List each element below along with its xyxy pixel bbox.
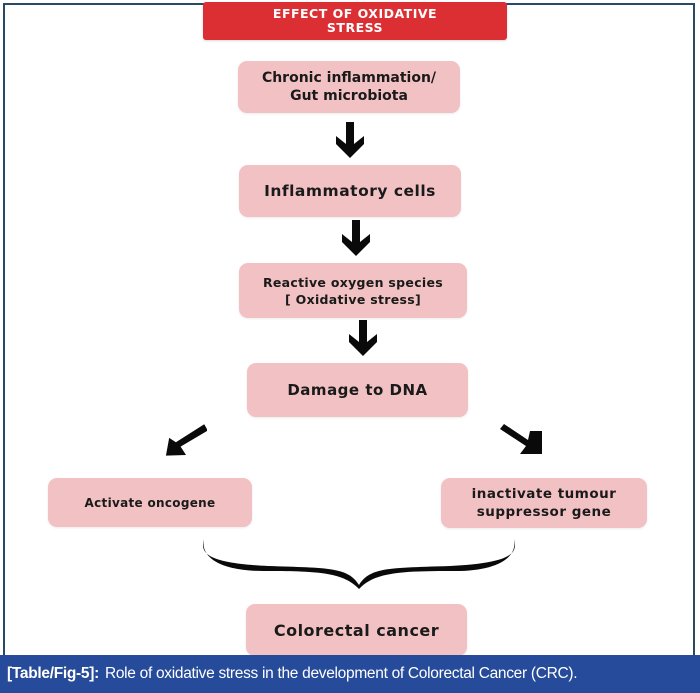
- title-line: EFFECT OF OXIDATIVE: [272, 6, 438, 21]
- node-reactive-oxygen-species: Reactive oxygen species [ Oxidative stre…: [239, 263, 467, 318]
- curly-brace-icon: [203, 539, 515, 589]
- node-label: Activate oncogene: [84, 495, 216, 510]
- arrow-down-icon: [342, 220, 370, 256]
- arrow-down-icon: [349, 320, 377, 356]
- node-label: Reactive oxygen species: [262, 274, 444, 290]
- node-activate-oncogene: Activate oncogene: [48, 478, 252, 527]
- node-inactivate-tumour-suppressor: inactivate tumour suppressor gene: [441, 478, 647, 528]
- arrow-down-right-icon: [500, 424, 542, 454]
- diagram-title: EFFECT OF OXIDATIVE STRESS: [203, 2, 507, 40]
- node-label: Gut microbiota: [290, 88, 408, 104]
- figure-caption: [Table/Fig-5]: Role of oxidative stress …: [0, 655, 700, 693]
- caption-label: [Table/Fig-5]:: [7, 665, 99, 682]
- node-chronic-inflammation: Chronic inflammation/ Gut microbiota: [238, 61, 460, 113]
- node-label: suppressor gene: [476, 504, 612, 520]
- node-damage-to-dna: Damage to DNA: [247, 363, 468, 417]
- node-label: Chronic inflammation/: [261, 70, 437, 86]
- node-inflammatory-cells: Inflammatory cells: [239, 165, 461, 217]
- node-label: Colorectal cancer: [273, 620, 440, 640]
- title-line: STRESS: [326, 20, 384, 35]
- caption-text: Role of oxidative stress in the developm…: [104, 665, 578, 682]
- arrow-down-icon: [336, 122, 364, 158]
- node-colorectal-cancer: Colorectal cancer: [246, 604, 467, 656]
- arrow-down-left-icon: [165, 424, 207, 456]
- node-label: Inflammatory cells: [264, 182, 436, 200]
- node-label: inactivate tumour: [471, 486, 617, 502]
- node-label: [ Oxidative stress]: [284, 291, 421, 307]
- node-label: Damage to DNA: [287, 381, 428, 399]
